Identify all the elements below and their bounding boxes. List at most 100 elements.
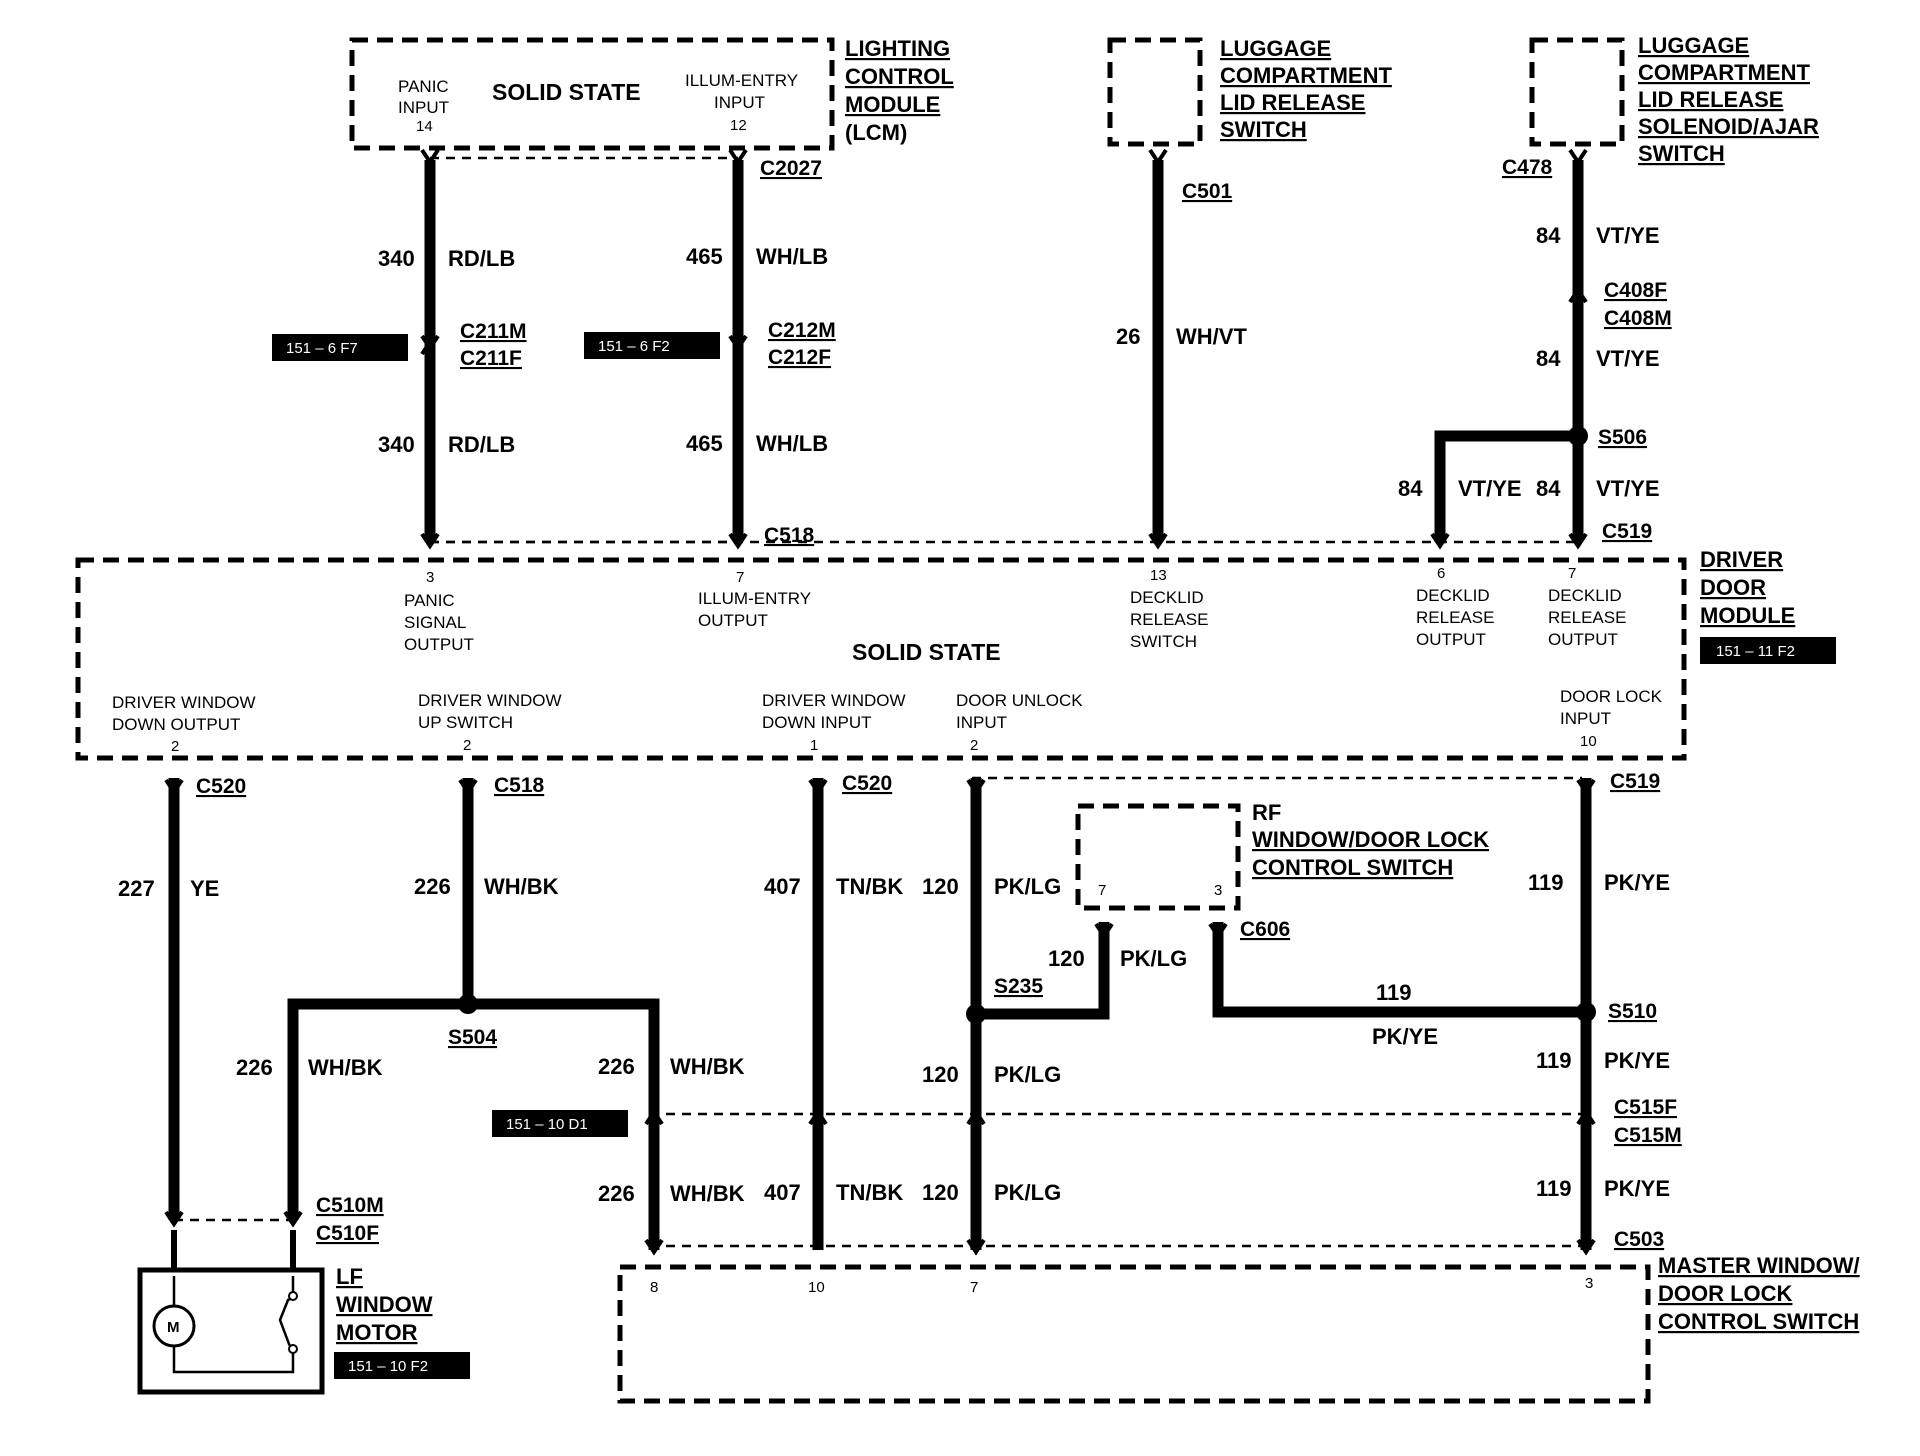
wire-color-code: WH/VT (1176, 324, 1247, 349)
connector-c478: C478 (1502, 156, 1553, 179)
master-switch-title: DOOR LOCK (1658, 1281, 1793, 1306)
lf-motor-ref-tag: 151 – 10 F2 (334, 1352, 470, 1379)
wire-color-code: VT/YE (1596, 346, 1660, 371)
wire-circuit-number: 119 (1376, 980, 1412, 1005)
connector-c515m: C515M (1614, 1124, 1682, 1147)
ddm-pin-number: 7 (1568, 565, 1576, 582)
master-switch-title: MASTER WINDOW/ (1658, 1253, 1860, 1278)
ddm-pin-label: DRIVER WINDOW (112, 693, 256, 712)
lid-switch-title: SWITCH (1220, 117, 1307, 142)
ddm-pin-label: PANIC (404, 591, 455, 610)
lcm-pin-illum-label: ILLUM-ENTRY (685, 71, 798, 90)
wire-color-code: PK/YE (1604, 1176, 1670, 1201)
wire-circuit-number: 226 (236, 1055, 273, 1080)
master-window-door-lock-switch: 8 10 7 3 MASTER WINDOW/ DOOR LOCK CONTRO… (617, 1253, 1860, 1404)
ddm-pin-label: INPUT (956, 713, 1007, 732)
lcm-title: CONTROL (845, 64, 954, 89)
wire-circuit-number: 227 (118, 876, 155, 901)
svg-text:151 – 10 F2: 151 – 10 F2 (348, 1358, 428, 1375)
wire-labels: 340 RD/LB 340 RD/LB 465 WH/LB 465 WH/LB … (118, 223, 1670, 1206)
lcm-center-label: SOLID STATE (492, 79, 641, 105)
ref-tag-151-6-f2: 151 – 6 F2 (584, 332, 720, 359)
motor-switch-contact (278, 1276, 295, 1353)
connector-c211m: C211M (460, 320, 527, 343)
ddm-pin-number: 2 (970, 737, 978, 754)
ddm-pin-number: 1 (810, 737, 818, 754)
wire-circuit-number: 119 (1528, 870, 1564, 895)
lid-switch-title: COMPARTMENT (1220, 63, 1392, 88)
wire-circuit-number: 120 (1048, 946, 1085, 971)
ddm-pin-number: 13 (1150, 567, 1167, 584)
connector-c503: C503 (1614, 1228, 1664, 1251)
connector-c408f: C408F (1604, 279, 1667, 302)
wires (168, 160, 1592, 1270)
rf-switch-title: RF (1252, 800, 1281, 825)
connector-c212f: C212F (768, 346, 831, 369)
splice-s506-label: S506 (1598, 426, 1647, 449)
wire-circuit-number: 465 (686, 431, 723, 456)
solenoid-title: LID RELEASE (1638, 87, 1783, 112)
wire-color-code: VT/YE (1458, 476, 1522, 501)
ddm-pin-label: DECKLID (1416, 586, 1490, 605)
wire-color-code: RD/LB (448, 432, 515, 457)
ddm-pin-label: OUTPUT (1548, 630, 1618, 649)
ddm-pin-label: OUTPUT (404, 635, 474, 654)
ddm-center-label: SOLID STATE (852, 639, 1001, 665)
wire-circuit-number: 84 (1536, 476, 1561, 501)
wire-color-code: RD/LB (448, 246, 515, 271)
connector-labels: C2027 C211M C211F C212M C212F C518 C501 … (196, 156, 1682, 1251)
ref-tag-151-10-d1: 151 – 10 D1 (492, 1110, 628, 1137)
driver-door-module: SOLID STATE DRIVER DOOR MODULE 151 – 11 … (75, 547, 1836, 761)
wire-color-code: WH/BK (670, 1181, 745, 1206)
connector-c519: C519 (1602, 520, 1652, 543)
svg-text:151 – 11 F2: 151 – 11 F2 (1716, 643, 1795, 660)
lcm-pin-number: 14 (416, 118, 433, 135)
ddm-pin-number: 3 (426, 569, 434, 586)
wire-color-code: YE (190, 876, 219, 901)
wire-color-code: PK/YE (1604, 870, 1670, 895)
wire-color-code: WH/LB (756, 244, 828, 269)
wire-circuit-number: 407 (764, 1180, 801, 1205)
lf-motor-title: WINDOW (336, 1292, 433, 1317)
connector-c2027: C2027 (760, 157, 822, 180)
rf-switch-title: WINDOW/DOOR LOCK (1252, 827, 1489, 852)
ddm-pin-label: UP SWITCH (418, 713, 513, 732)
connector-c519: C519 (1610, 770, 1660, 793)
wire-circuit-number: 226 (598, 1054, 635, 1079)
wire-color-code: WH/BK (670, 1054, 745, 1079)
ddm-pin-label: DECKLID (1548, 586, 1622, 605)
connector-c408m: C408M (1604, 307, 1672, 330)
connector-c518: C518 (764, 524, 815, 547)
ddm-pin-label: DOOR LOCK (1560, 687, 1663, 706)
ddm-pin-number: 6 (1437, 565, 1445, 582)
connector-markers (164, 148, 1596, 1256)
lighting-control-module: SOLID STATE PANIC INPUT 14 ILLUM-ENTRY I… (349, 36, 954, 151)
ddm-pin-label: OUTPUT (698, 611, 768, 630)
lcm-title: LIGHTING (845, 36, 950, 61)
connector-c520: C520 (842, 772, 892, 795)
wire-circuit-number: 84 (1536, 223, 1561, 248)
wire-color-code: WH/BK (308, 1055, 383, 1080)
ddm-title: MODULE (1700, 603, 1795, 628)
wire-color-code: VT/YE (1596, 223, 1660, 248)
lf-motor-title: LF (336, 1264, 363, 1289)
wire-color-code: TN/BK (836, 874, 903, 899)
luggage-lid-release-switch: LUGGAGE COMPARTMENT LID RELEASE SWITCH (1107, 36, 1392, 147)
wire-circuit-number: 26 (1116, 324, 1140, 349)
rf-pin-number: 3 (1214, 882, 1222, 899)
rf-pin-number: 7 (1098, 882, 1106, 899)
ddm-pin-label: SWITCH (1130, 632, 1197, 651)
ddm-pin-label: RELEASE (1416, 608, 1494, 627)
master-pin-number: 7 (970, 1279, 978, 1296)
connector-c501: C501 (1182, 180, 1233, 203)
lf-window-motor: M LF WINDOW MOTOR 151 – 10 F2 (137, 1264, 470, 1395)
ddm-ref-tag: 151 – 11 F2 (1700, 637, 1836, 664)
ddm-pin-label: ILLUM-ENTRY (698, 589, 811, 608)
connector-c211f: C211F (460, 347, 522, 370)
wire-circuit-number: 407 (764, 874, 801, 899)
svg-text:151 – 6 F7: 151 – 6 F7 (286, 340, 358, 357)
wire-circuit-number: 465 (686, 244, 723, 269)
wire-color-code: WH/LB (756, 431, 828, 456)
splice-s510-label: S510 (1608, 1000, 1657, 1023)
